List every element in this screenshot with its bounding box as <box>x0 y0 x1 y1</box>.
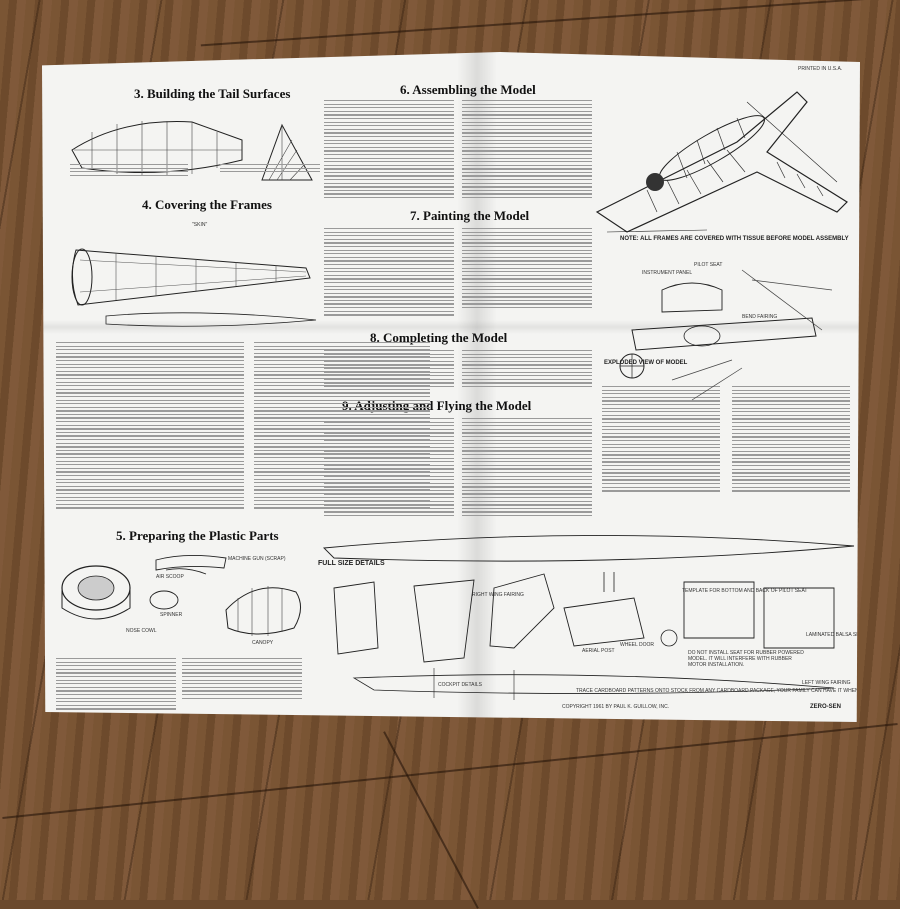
tail-instructions-text <box>70 164 188 178</box>
full-size-details-label: FULL SIZE DETAILS <box>318 560 385 567</box>
finished-airplane-drawing <box>595 91 848 233</box>
plastic-text-col-2 <box>182 658 302 701</box>
copyright-text: COPYRIGHT 1961 BY PAUL K. GUILLOW, INC. <box>562 704 670 710</box>
covering-label: "SKIN" <box>192 222 208 228</box>
covering-text-col-1 <box>56 342 244 511</box>
printed-note: PRINTED IN U.S.A. <box>798 66 843 72</box>
adjusting-text-col-4 <box>732 386 850 494</box>
instruction-sheet: 3. Building the Tail Surfaces 4. Coverin… <box>42 52 860 722</box>
cockpit-details-label: COCKPIT DETAILS <box>438 682 482 688</box>
section-painting-header: 7. Painting the Model <box>410 208 530 223</box>
tail-instructions-text-2 <box>220 164 320 175</box>
painting-text-col-2 <box>462 228 592 311</box>
section-assembling-header: 6. Assembling the Model <box>400 82 536 97</box>
spinner-label: SPINNER <box>160 612 183 618</box>
canopy-label: CANOPY <box>252 640 274 646</box>
covering-fuselage-drawing <box>71 248 317 327</box>
section-adjusting-header: 9. Adjusting and Flying the Model <box>342 398 532 413</box>
trace-note: TRACE CARDBOARD PATTERNS ONTO STOCK FROM… <box>576 688 896 694</box>
plastic-parts-drawing <box>61 554 301 636</box>
adjusting-text-col-2 <box>462 418 592 519</box>
completing-text-col-2 <box>462 350 592 390</box>
assembling-text-col-1 <box>324 100 454 201</box>
aerial-post-label: AERIAL POST <box>582 648 615 654</box>
adjusting-text-col-3 <box>602 386 720 494</box>
exploded-view-title: EXPLODED VIEW OF MODEL <box>604 360 688 366</box>
machine-gun-label: MACHINE GUN (SCRAP) <box>228 556 286 562</box>
plastic-text-col-1 <box>56 658 176 712</box>
nose-cowl-label: NOSE COWL <box>126 628 157 634</box>
section-plastic-header: 5. Preparing the Plastic Parts <box>116 528 279 543</box>
completing-text-col-1 <box>324 350 454 390</box>
no-install-note: DO NOT INSTALL SEAT FOR RUBBER POWERED M… <box>688 650 804 668</box>
instrument-panel-label: INSTRUMENT PANEL <box>642 270 693 276</box>
section-completing-header: 8. Completing the Model <box>370 330 508 345</box>
left-wing-fairing-label: LEFT WING FAIRING <box>802 680 851 686</box>
pilot-seat-label: PILOT SEAT <box>694 262 723 268</box>
section-tail-header: 3. Building the Tail Surfaces <box>134 86 291 101</box>
exploded-view-drawing <box>619 269 833 401</box>
section-covering-header: 4. Covering the Frames <box>142 197 272 212</box>
air-scoop-label: AIR SCOOP <box>156 574 184 580</box>
template-note: TEMPLATE FOR BOTTOM AND BACK OF PILOT SE… <box>682 588 808 594</box>
right-wing-fairing-label: RIGHT WING FAIRING <box>472 592 524 598</box>
model-name: ZERO-SEN <box>810 704 842 710</box>
assembling-text-col-2 <box>462 100 592 201</box>
wheel-door-label: WHEEL DOOR <box>620 642 654 648</box>
horizontal-fold <box>42 320 860 334</box>
laminated-balsa-label: LAMINATED BALSA SEAT <box>806 632 866 638</box>
frames-note: NOTE: ALL FRAMES ARE COVERED WITH TISSUE… <box>620 236 849 242</box>
full-size-templates-drawing <box>323 535 855 700</box>
painting-text-col-1 <box>324 228 454 318</box>
bend-fairing-label: BEND FAIRING <box>742 314 778 320</box>
adjusting-text-col-1 <box>324 418 454 519</box>
